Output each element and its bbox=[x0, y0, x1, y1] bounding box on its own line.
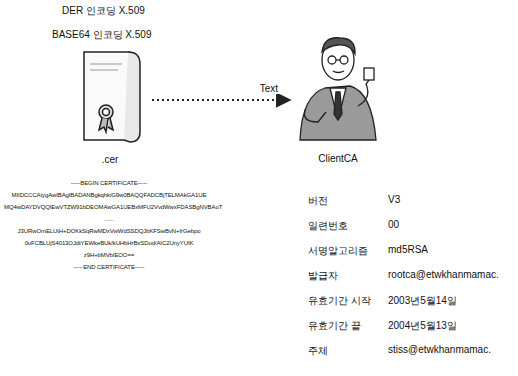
table-value: stiss@etwkhanmamac. bbox=[388, 344, 491, 355]
pem-line: -----END CERTIFICATE----- bbox=[4, 264, 214, 270]
table-value: V3 bbox=[388, 194, 400, 205]
pem-line: MIIDCCCAtygAwIBAgIBADANBgkqhkiG9w0BAQQFA… bbox=[4, 192, 214, 198]
table-value: rootca@etwkhanmamac. bbox=[388, 269, 499, 280]
person-illustration bbox=[300, 38, 376, 140]
pem-line: z9H+bMVbIEOO== bbox=[4, 252, 214, 258]
edge-label: Text bbox=[258, 83, 280, 94]
certificate-document bbox=[84, 52, 140, 142]
client-ca-person: ClientCA bbox=[292, 18, 384, 164]
table-key: 일련번호 bbox=[308, 219, 348, 233]
dotted-arrow bbox=[152, 99, 290, 101]
table-key: 발급자 bbox=[308, 269, 338, 283]
table-value: md5RSA bbox=[388, 244, 428, 255]
table-key: 유효기간 끝 bbox=[308, 319, 361, 333]
encoding-label: DER 인코딩 X.509 bbox=[62, 4, 145, 18]
pem-line: ...... bbox=[4, 216, 214, 222]
table-key: 주체 bbox=[308, 344, 328, 358]
pem-line: J3URwOmELUtH+DOKkSqRwMDxVwWdSSDQJbKFSwBv… bbox=[4, 228, 214, 234]
table-key: 유효기간 시작 bbox=[308, 294, 371, 308]
pem-line: 0uFCBLUjS4013OJdtYEWkeBUk/kUHbHrBxSDud/A… bbox=[4, 240, 214, 246]
node-label: .cer bbox=[70, 154, 150, 165]
table-value: 2003년5월14일 bbox=[388, 294, 457, 308]
node-label: ClientCA bbox=[292, 153, 384, 164]
pem-line: -----BEGIN CERTIFICATE----- bbox=[4, 180, 214, 186]
encoding-label: BASE64 인코딩 X.509 bbox=[52, 28, 152, 42]
certificate-file: .cer bbox=[70, 40, 150, 165]
table-value: 2004년5월13일 bbox=[388, 319, 457, 333]
table-key: 버전 bbox=[308, 194, 328, 208]
table-key: 서명알고리즘 bbox=[308, 244, 368, 258]
table-value: 00 bbox=[388, 219, 399, 230]
pem-line: MQ4wDAYDVQQIEwVTZW91bDEOMAwGA1UEBxMFU2Vv… bbox=[4, 204, 214, 210]
